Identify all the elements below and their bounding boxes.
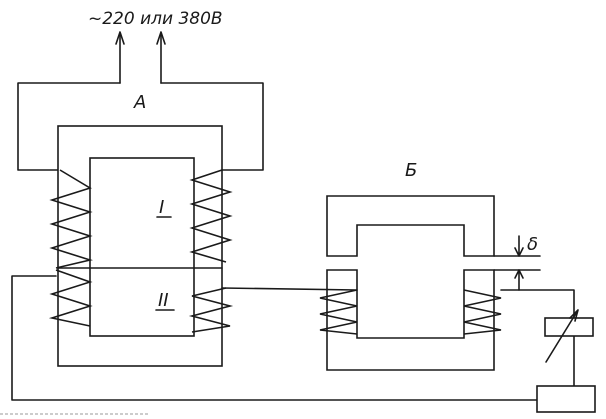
transformer-b-left-coil: [319, 289, 358, 335]
gap-label: δ: [527, 234, 538, 255]
winding-2-label: II: [158, 290, 169, 311]
transformer-b-right-coil: [463, 289, 502, 335]
gap-arrow-top: [514, 235, 524, 257]
transformer-b-upper-core: [326, 195, 495, 257]
transformer-b-lower-core: [326, 269, 495, 371]
supply-arrow-right: [156, 31, 166, 45]
winding-1-left-coil: [49, 169, 94, 269]
primary-supply-wire: [17, 82, 121, 171]
resistor-slider: [545, 309, 579, 363]
supply-arrow-left: [115, 31, 125, 45]
meter-box: [536, 385, 596, 413]
supply-voltage-label: ~220 или 380В: [88, 9, 223, 29]
transformer-a-label: А: [133, 92, 146, 113]
wire-b-to-resistor: [500, 289, 575, 319]
primary-supply-wire-right: [160, 82, 264, 171]
gap-arrow-bottom: [514, 269, 524, 291]
winding-2-left-coil: [48, 269, 93, 327]
winding-1-label: I: [159, 197, 164, 218]
variable-resistor: [544, 317, 594, 337]
wire-meter-return: [11, 275, 538, 401]
winding-2-right-coil: [188, 287, 234, 333]
transformer-a-window: [89, 157, 195, 337]
transformer-b-label: Б: [405, 160, 417, 181]
wire-a-to-b: [221, 287, 358, 291]
winding-1-right-coil: [189, 169, 233, 263]
